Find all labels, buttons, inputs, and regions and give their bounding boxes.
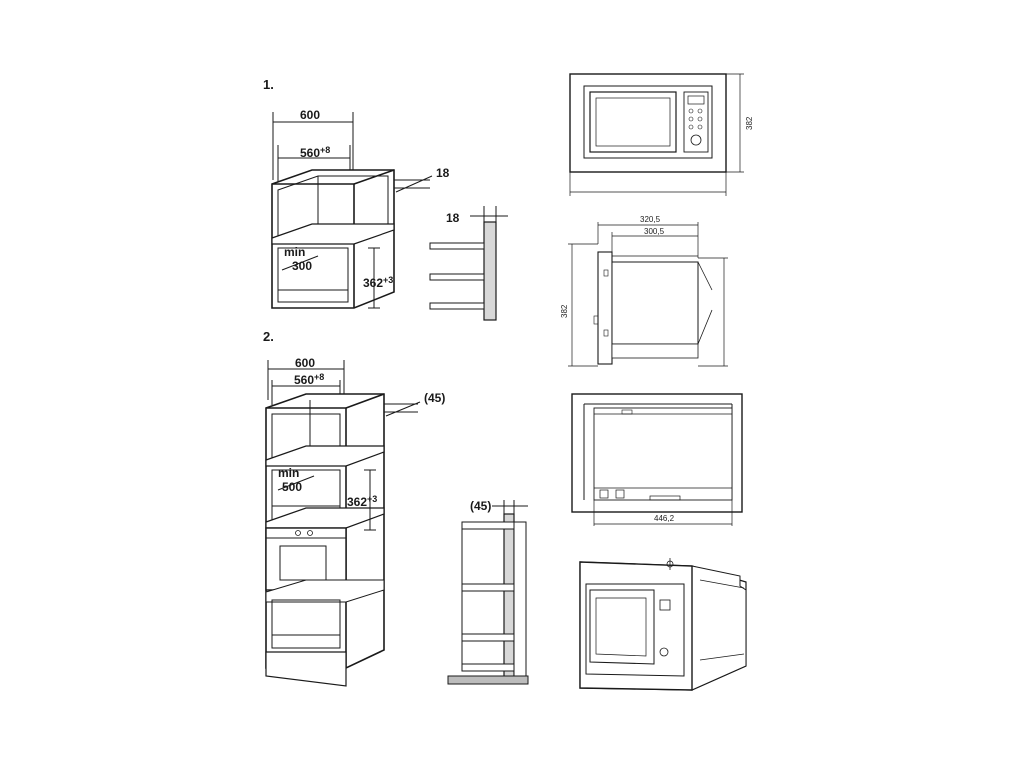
top-view: 446,2 — [571, 393, 743, 526]
step-1-width-outer: 600 — [300, 108, 320, 122]
side-depth-inner: 300,5 — [644, 227, 665, 236]
control-panel — [683, 91, 709, 153]
step-2-height: 362+3 — [347, 494, 377, 509]
step-2-number: 2. — [263, 329, 274, 344]
step-2-depth-label: min — [278, 466, 299, 480]
perspective-view — [579, 558, 747, 691]
step-1-number: 1. — [263, 77, 274, 92]
step-1-width-inner: 560+8 — [300, 145, 330, 160]
step-2-tall-cabinet-diagram: 2. 600 560+8 — [263, 329, 529, 687]
step-1-height: 362+3 — [363, 275, 393, 290]
front-view: 382 — [569, 73, 754, 196]
front-height: 382 — [745, 116, 754, 130]
step-2-width-inner: 560+8 — [294, 372, 324, 387]
step-1-depth-label: min — [284, 245, 305, 259]
top-width: 446,2 — [654, 514, 675, 523]
step-1-depth-value: 300 — [292, 259, 312, 273]
control-knob-icon — [690, 134, 702, 146]
microwave-window — [589, 91, 677, 153]
step-1-panel-thickness: 18 — [436, 166, 450, 180]
side-wall-profile — [483, 221, 497, 321]
side-view: 320,5 300,5 382 — [560, 215, 728, 367]
side-depth-outer: 320,5 — [640, 215, 661, 224]
step-2-depth-value: 500 — [282, 480, 302, 494]
step-1-side-thickness: 18 — [446, 211, 460, 225]
step-1-cabinet-diagram: 1. 600 560+8 18 min 300 — [263, 77, 508, 321]
side-height: 382 — [560, 304, 569, 318]
tall-side-wall-profile — [503, 513, 515, 681]
step-2-gap: (45) — [424, 391, 445, 405]
perspective-knob-icon — [659, 647, 669, 657]
step-2-width-outer: 600 — [295, 356, 315, 370]
step-2-side-gap: (45) — [470, 499, 491, 513]
